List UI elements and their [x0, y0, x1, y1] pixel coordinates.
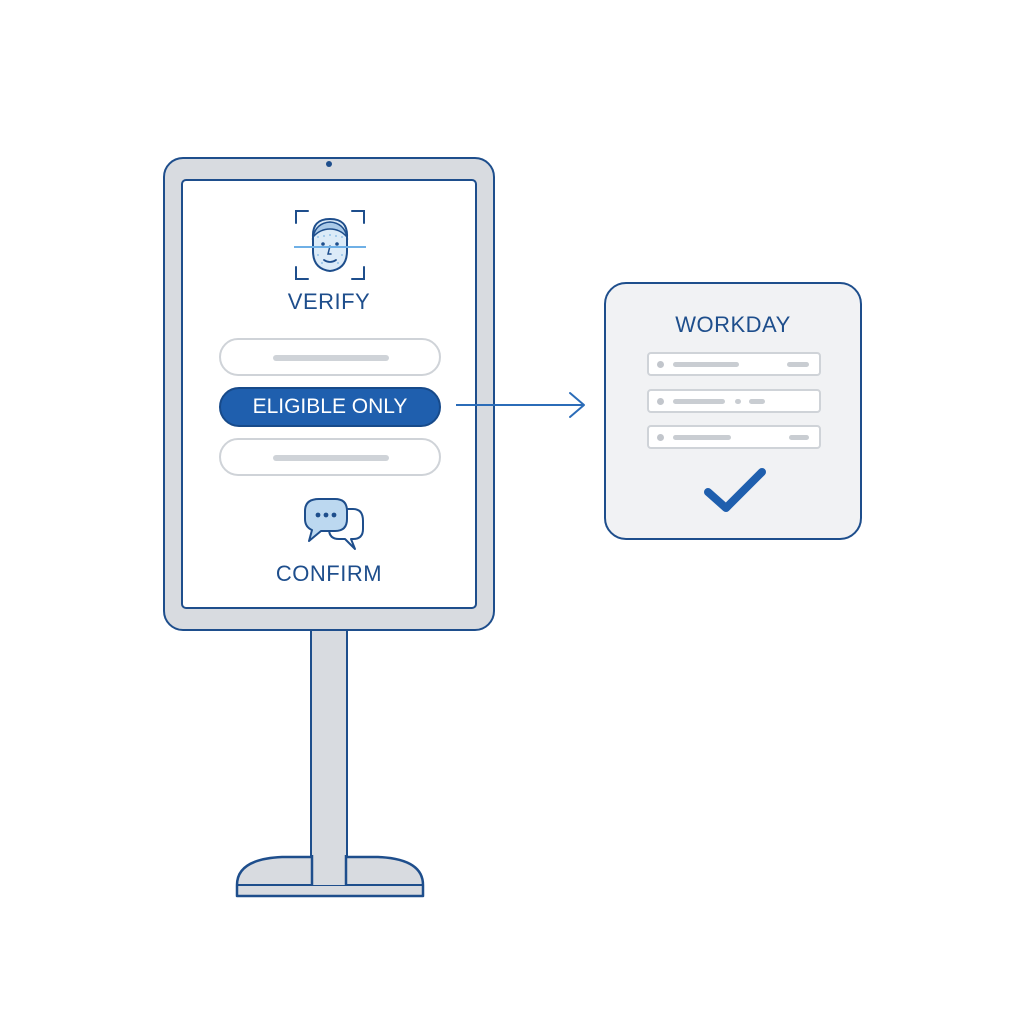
chat-bubbles-icon	[304, 498, 364, 550]
record-row	[647, 389, 821, 413]
option-pill[interactable]	[219, 438, 441, 476]
placeholder-line	[273, 355, 389, 361]
record-row	[647, 425, 821, 449]
row-bar	[735, 399, 741, 404]
row-dot	[657, 434, 664, 441]
flow-arrow-icon	[456, 392, 585, 418]
row-bar	[673, 399, 725, 404]
kiosk-pole	[310, 631, 348, 885]
kiosk-frame: VERIFY ELIGIBLE ONLY CONFIRM	[163, 157, 495, 631]
option-pill[interactable]	[219, 338, 441, 376]
kiosk-screen: VERIFY ELIGIBLE ONLY CONFIRM	[181, 179, 477, 609]
row-bar	[787, 362, 809, 367]
verify-label: VERIFY	[287, 289, 371, 314]
row-dot	[657, 361, 664, 368]
row-bar	[673, 435, 731, 440]
row-bar	[673, 362, 739, 367]
kiosk-base	[235, 855, 425, 898]
workday-card: WORKDAY	[604, 282, 862, 540]
record-row	[647, 352, 821, 376]
checkmark-icon	[704, 468, 766, 512]
eligible-only-button[interactable]: ELIGIBLE ONLY	[219, 387, 441, 427]
row-dot	[657, 398, 664, 405]
row-bar	[749, 399, 765, 404]
camera-icon	[326, 161, 332, 167]
placeholder-line	[273, 455, 389, 461]
row-bar	[789, 435, 809, 440]
face-scan-icon	[294, 210, 366, 280]
workday-title: WORKDAY	[675, 312, 791, 337]
confirm-label: CONFIRM	[275, 561, 383, 586]
